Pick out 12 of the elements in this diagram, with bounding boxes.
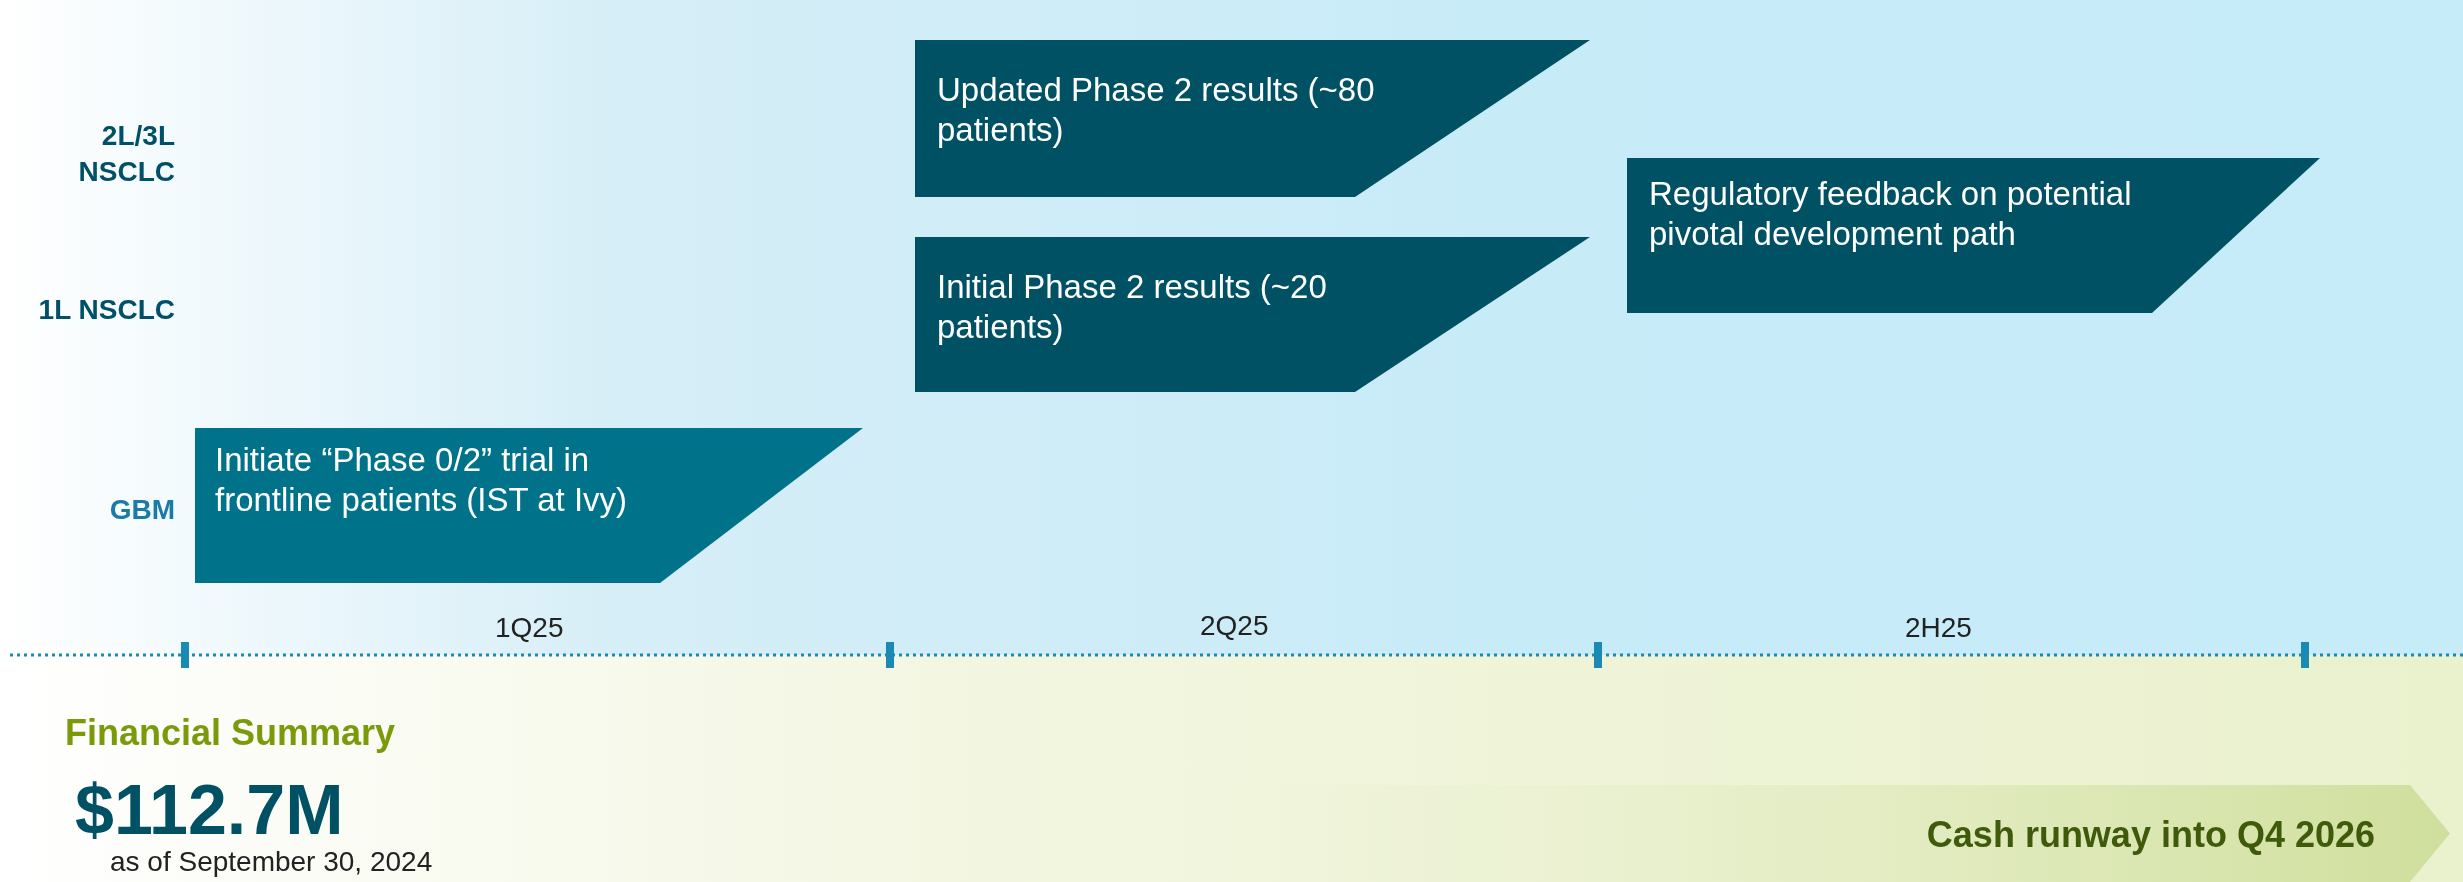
runway-text: Cash runway into Q4 2026 <box>1926 815 2375 855</box>
milestone-text: Initial Phase 2 results (~20 patients) <box>937 267 1328 347</box>
period-label: 1Q25 <box>495 612 564 644</box>
section-heading: Financial Summary <box>65 712 396 754</box>
period-label: 2H25 <box>1905 612 1972 644</box>
milestone-text: Updated Phase 2 results (~80 patients) <box>937 70 1376 150</box>
row-label: 2L/3L NSCLC <box>77 119 175 189</box>
row-label: GBM <box>108 493 175 527</box>
row-label: 1L NSCLC <box>37 293 175 327</box>
milestone-text: Regulatory feedback on potential pivotal development path <box>1649 174 2133 254</box>
period-label: 2Q25 <box>1200 610 1269 642</box>
milestone-text: Initiate “Phase 0/2” trial in frontline patients (IST at Ivy) <box>215 440 629 520</box>
